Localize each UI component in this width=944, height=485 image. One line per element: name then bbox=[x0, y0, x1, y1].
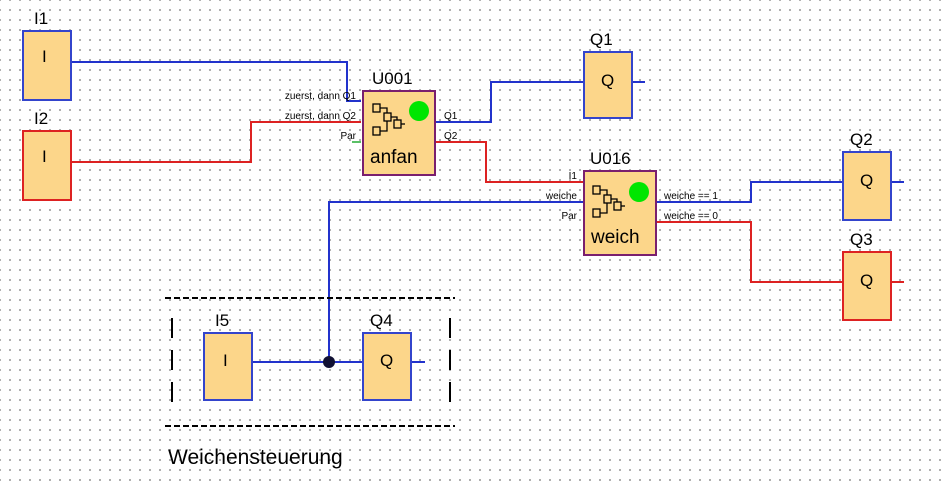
block-i5-glyph: I bbox=[223, 351, 228, 370]
block-q1-name: Q1 bbox=[590, 30, 613, 49]
block-q4-glyph: Q bbox=[380, 351, 393, 370]
function-block-u016[interactable]: U016 weich I1 weiche Par weiche == 1 wei… bbox=[545, 149, 719, 256]
group-caption: Weichensteuerung bbox=[168, 446, 343, 469]
block-q2-name: Q2 bbox=[850, 130, 873, 149]
u001-input-par: Par bbox=[340, 131, 356, 142]
block-q3[interactable]: Q3 Q bbox=[842, 230, 892, 321]
u016-output-weiche-0: weiche == 0 bbox=[663, 211, 718, 222]
u016-label: weich bbox=[590, 227, 640, 248]
function-block-u001[interactable]: U001 anfan zuerst, dann Q1 zuerst, dann … bbox=[285, 69, 458, 176]
u001-label: anfan bbox=[370, 147, 418, 168]
u016-id: U016 bbox=[590, 149, 631, 168]
wire-u001-q1-to-q1[interactable] bbox=[436, 81, 583, 123]
block-q3-glyph: Q bbox=[860, 271, 873, 290]
block-q4-name: Q4 bbox=[370, 311, 393, 330]
block-i1-glyph: I bbox=[42, 47, 47, 66]
group-frame-weichensteuerung[interactable]: Weichensteuerung bbox=[165, 297, 455, 469]
wire-u001-q2-to-u016[interactable] bbox=[436, 141, 583, 183]
u001-input-1: zuerst, dann Q1 bbox=[285, 91, 357, 102]
block-q3-name: Q3 bbox=[850, 230, 873, 249]
u001-output-q2: Q2 bbox=[444, 131, 458, 142]
wire-i5-to-u016-weiche[interactable] bbox=[328, 201, 583, 362]
u016-input-i1: I1 bbox=[569, 171, 578, 182]
block-q1[interactable]: Q1 Q bbox=[583, 30, 633, 119]
u016-input-par: Par bbox=[561, 211, 577, 222]
wire-junction-dot bbox=[323, 356, 335, 368]
block-i2-name: I2 bbox=[34, 109, 48, 128]
u001-output-q1: Q1 bbox=[444, 111, 458, 122]
u016-output-weiche-1: weiche == 1 bbox=[663, 191, 718, 202]
wires bbox=[72, 61, 904, 368]
block-i2[interactable]: I2 I bbox=[22, 109, 72, 201]
block-q1-glyph: Q bbox=[601, 71, 614, 90]
block-i1[interactable]: I1 I bbox=[22, 9, 72, 101]
u001-id: U001 bbox=[372, 69, 413, 88]
wire-u016-out1-to-q2[interactable] bbox=[656, 181, 842, 203]
u001-input-2: zuerst, dann Q2 bbox=[285, 111, 357, 122]
block-q2[interactable]: Q2 Q bbox=[842, 130, 892, 221]
block-i1-name: I1 bbox=[34, 9, 48, 28]
u016-logic-symbol-icon bbox=[592, 185, 625, 218]
wire-i1-to-u001[interactable] bbox=[72, 61, 361, 102]
u016-status-led bbox=[629, 182, 649, 202]
wire-u016-out0-to-q3[interactable] bbox=[656, 221, 842, 283]
block-i2-glyph: I bbox=[42, 147, 47, 166]
block-q4[interactable]: Q4 Q bbox=[362, 311, 412, 401]
u001-logic-symbol-icon bbox=[372, 103, 405, 136]
block-i5[interactable]: I5 I bbox=[203, 311, 253, 401]
u016-input-weiche: weiche bbox=[545, 191, 578, 202]
wire-i2-to-u001[interactable] bbox=[72, 121, 361, 163]
block-i5-name: I5 bbox=[215, 311, 229, 330]
u001-status-led bbox=[409, 101, 429, 121]
block-q2-glyph: Q bbox=[860, 171, 873, 190]
